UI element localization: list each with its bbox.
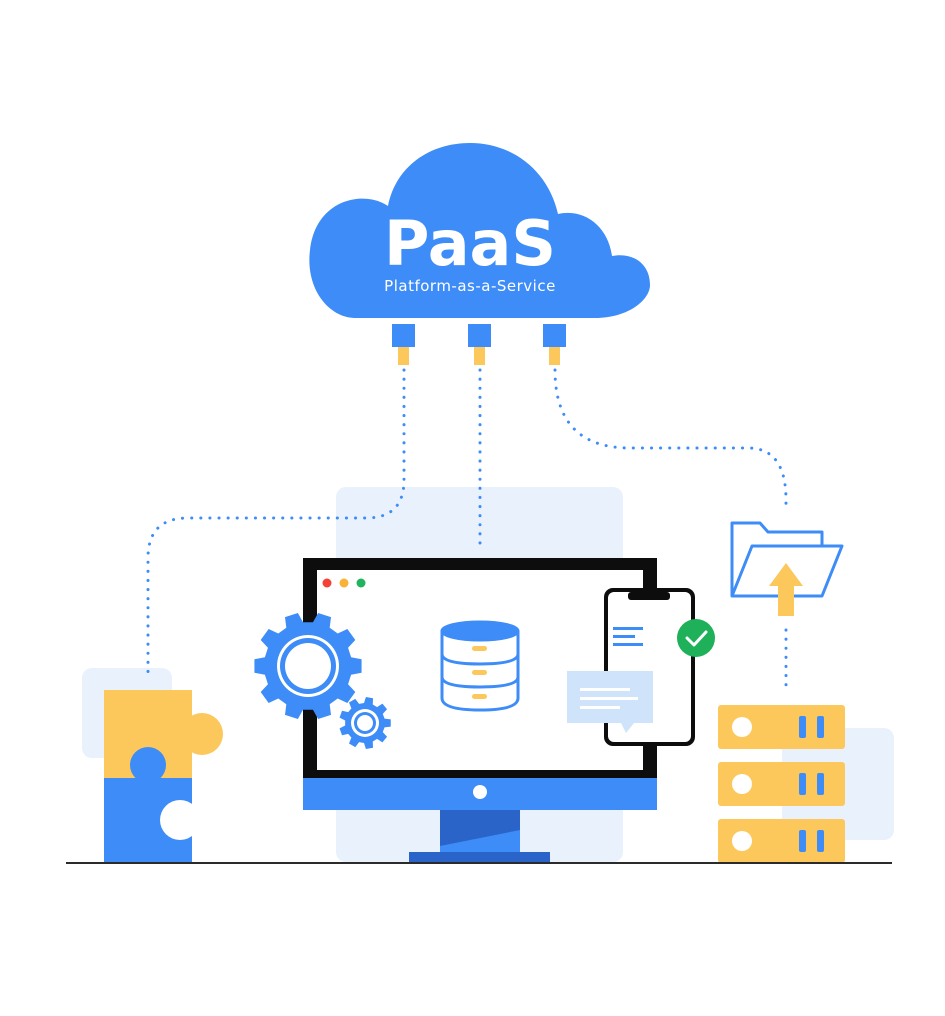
window-close-dot-icon — [322, 578, 332, 588]
chat-bubble-icon — [567, 671, 653, 733]
window-minimize-dot-icon — [339, 578, 349, 588]
database-icon — [440, 620, 520, 712]
window-maximize-dot-icon — [356, 578, 366, 588]
paas-cloud: PaaS Platform-as-a-Service — [309, 143, 650, 318]
monitor-neck-shadow — [440, 810, 520, 846]
folder-upload-icon — [730, 521, 844, 616]
monitor-base — [409, 852, 550, 863]
power-button-icon — [473, 785, 487, 799]
line-to-puzzle — [146, 368, 406, 674]
puzzle-notch-right — [160, 800, 200, 840]
connector-plug-icon — [543, 324, 566, 365]
ground-line — [66, 862, 892, 864]
puzzle-knob-right — [181, 713, 223, 755]
connector-plug-icon — [468, 324, 491, 365]
gear-icon — [254, 612, 362, 720]
server-rack-icon — [718, 705, 845, 863]
connector-plug-icon — [392, 324, 415, 365]
line-to-folder — [553, 368, 788, 514]
gear-icon — [339, 697, 391, 749]
cloud-subtitle: Platform-as-a-Service — [384, 277, 556, 295]
cloud-title: PaaS — [384, 207, 556, 280]
connection-lines — [146, 368, 788, 692]
check-circle-icon — [677, 619, 715, 657]
puzzle-icon — [104, 690, 223, 863]
puzzle-knob-top — [130, 747, 166, 783]
cloud-connectors — [392, 324, 566, 365]
cloud-icon — [309, 143, 650, 318]
